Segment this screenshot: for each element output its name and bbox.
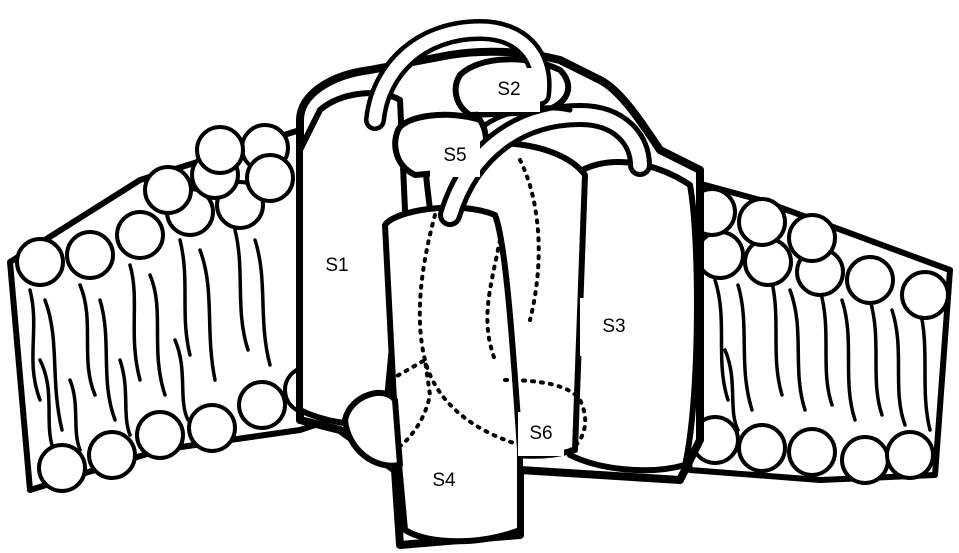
- label-s4: S4: [410, 452, 478, 510]
- label-s6: S6: [518, 412, 564, 456]
- label-s2: S2: [478, 68, 540, 112]
- label-s1: S1: [306, 238, 368, 294]
- label-s5: S5: [430, 135, 480, 177]
- label-s3: S3: [580, 298, 648, 356]
